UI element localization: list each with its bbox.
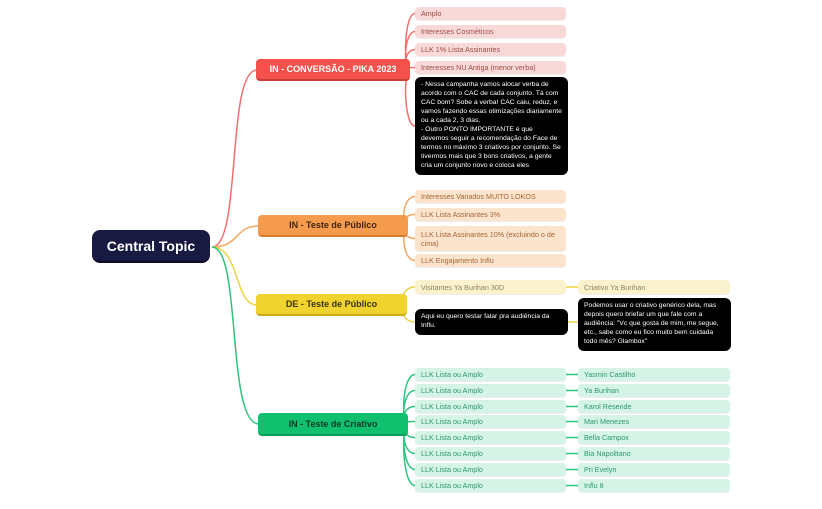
branch-node-in-teste-de-publico[interactable]: IN - Teste de Público [258,215,408,237]
child-node-yasmin-castilho[interactable]: Yasmin Castilho [578,368,730,381]
child-node-criativo-ya-burihan[interactable]: Criativo Ya Burihan [578,280,730,294]
child-node-pri-evelyn[interactable]: Pri Evelyn [578,463,730,476]
child-node-amplo[interactable]: Amplo [415,7,566,20]
child-node-llk-lista-ou-amplo-5[interactable]: LLK Lista ou Amplo [415,447,566,460]
child-node-llk-lista-ou-amplo-6[interactable]: LLK Lista ou Amplo [415,463,566,476]
child-node-llk-lista-ou-amplo-4[interactable]: LLK Lista ou Amplo [415,431,566,444]
connector-central-teste-criativo [211,246,260,425]
branch-node-de-teste-de-publico[interactable]: DE - Teste de Público [256,294,407,316]
branch-node-conversao-pika-2023[interactable]: IN - CONVERSÃO - PIKA 2023 [256,59,410,81]
connector-central-teste-publico-de [211,246,258,306]
child-node-bella-campox[interactable]: Bella Campox [578,431,730,444]
connector-central-teste-publico-in [211,225,260,248]
child-node-bia-napolitano[interactable]: Bia Napolitano [578,447,730,460]
connector-central-conversao [211,69,258,248]
child-node-mari-menezes[interactable]: Mari Menezes [578,415,730,428]
child-node-interesses-cosmeticos[interactable]: Interesses Cosméticos [415,25,566,38]
child-node-llk-engajamento-influ[interactable]: LLK Engajamento Influ [415,254,566,267]
child-node-llk-lista-assinantes-10pct[interactable]: LLK Lista Assinantes 10% (excluindo o de… [415,226,566,251]
note-cac-strategy[interactable]: - Nessa campanha vamos alocar verba de a… [415,77,568,175]
child-node-llk-lista-assinantes-3pct[interactable]: LLK Lista Assinantes 3% [415,208,566,221]
note-criativo-generico[interactable]: Podemos usar o criativo genérico dela, m… [578,298,731,351]
child-node-llk-lista-ou-amplo-3[interactable]: LLK Lista ou Amplo [415,415,566,428]
child-node-llk-lista-ou-amplo-0[interactable]: LLK Lista ou Amplo [415,368,566,381]
child-node-llk-1pct-lista-assinantes[interactable]: LLK 1% Lista Assinantes [415,43,566,56]
child-node-visitantes-ya-burihan-30d[interactable]: Visitantes Ya Burihan 30D [415,280,566,294]
child-node-karol-resende[interactable]: Karol Resende [578,400,730,413]
branch-node-in-teste-de-criativo[interactable]: IN - Teste de Criativo [258,413,408,436]
central-topic-node[interactable]: Central Topic [92,230,210,263]
child-node-llk-lista-ou-amplo-7[interactable]: LLK Lista ou Amplo [415,479,566,492]
child-node-interesses-variados[interactable]: Interesses Variados MUITO LOKOS [415,190,566,203]
child-node-llk-lista-ou-amplo-1[interactable]: LLK Lista ou Amplo [415,384,566,397]
child-node-ya-burihan[interactable]: Ya Burihan [578,384,730,397]
child-node-influ-8[interactable]: Influ 8 [578,479,730,492]
note-audiencia-influ[interactable]: Aqui eu quero testar falar pra audiência… [415,309,568,335]
child-node-interesses-nu-antiga[interactable]: Interesses NU Antiga (menor verba) [415,61,566,74]
child-node-llk-lista-ou-amplo-2[interactable]: LLK Lista ou Amplo [415,400,566,413]
